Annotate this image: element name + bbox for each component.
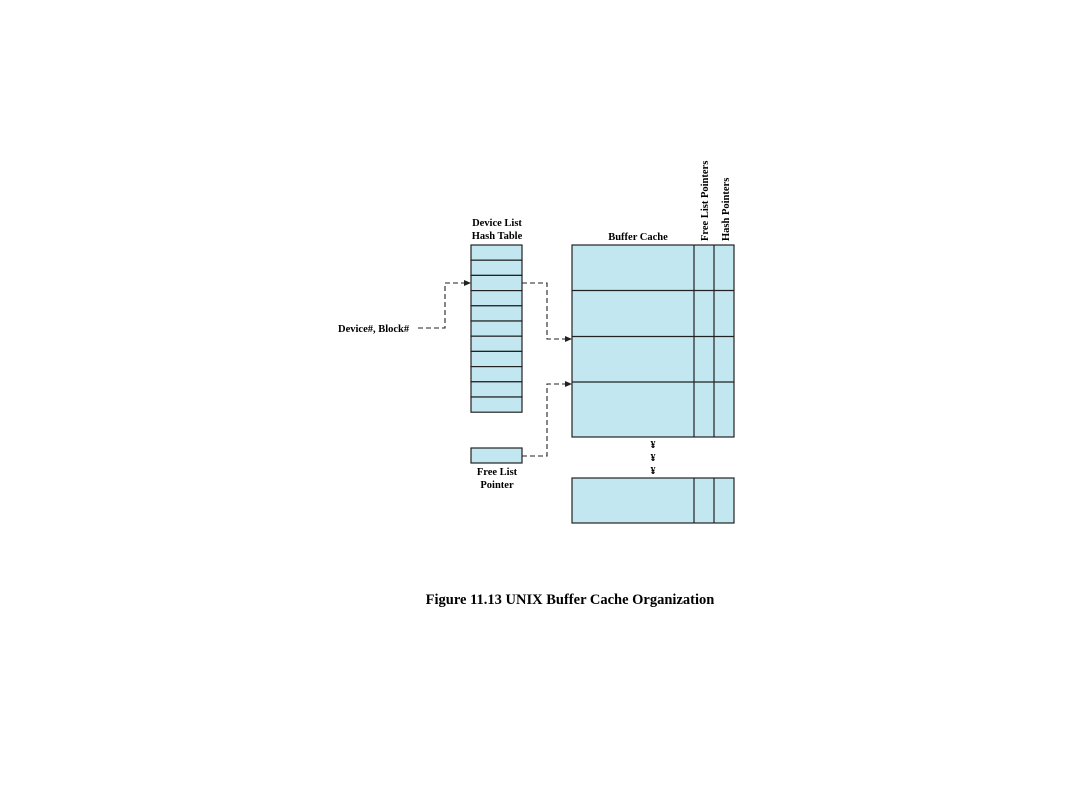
buffer-cache-title: Buffer Cache — [608, 232, 668, 243]
hash-table-slot — [470, 244, 523, 261]
ellipsis-mark: ¥ — [651, 466, 656, 477]
hash-table-title-line1: Device List — [472, 218, 522, 229]
hash-table-slot — [470, 305, 523, 322]
free-list-pointer-label-line2: Pointer — [480, 480, 514, 491]
hash-pointers-header: Hash Pointers — [721, 178, 732, 241]
device-block-label: Device#, Block# — [338, 324, 410, 335]
device-block-arrow — [418, 282, 466, 329]
arrowhead — [565, 381, 572, 387]
hash-table-slot — [470, 396, 523, 413]
buffer-cache-block — [571, 244, 735, 438]
hash-table-slot — [470, 290, 523, 307]
hash-table-slot — [470, 259, 523, 277]
arrowhead — [565, 336, 572, 342]
hash-to-buffer-arrow — [522, 282, 567, 340]
free-list-to-buffer-arrow — [522, 383, 567, 457]
hash-table-slot — [470, 350, 523, 368]
hash-table — [470, 244, 523, 413]
buffer-cache-last-block — [571, 477, 735, 524]
ellipsis-mark: ¥ — [651, 440, 656, 451]
free-list-pointer-label-line1: Free List — [477, 467, 518, 478]
hash-table-slot — [470, 381, 523, 398]
free-list-pointer-box — [470, 447, 523, 464]
hash-table-slot — [470, 320, 523, 337]
hash-table-slot — [470, 274, 523, 292]
free-list-pointers-header: Free List Pointers — [700, 161, 711, 241]
last-buffer — [571, 477, 735, 524]
arrowhead — [464, 280, 471, 286]
ellipsis-mark: ¥ — [651, 453, 656, 464]
hash-table-slot — [470, 366, 523, 383]
hash-table-title-line2: Hash Table — [472, 231, 523, 242]
hash-table-slot — [470, 335, 523, 353]
buffer-cache — [571, 244, 735, 438]
figure-caption: Figure 11.13 UNIX Buffer Cache Organizat… — [426, 592, 715, 608]
